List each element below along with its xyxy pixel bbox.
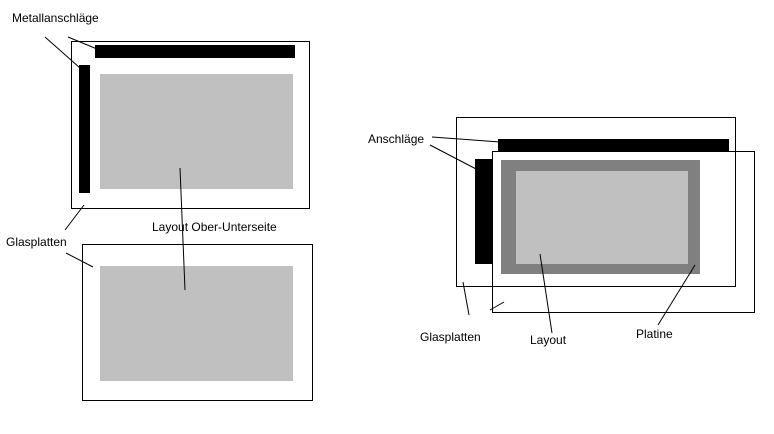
stop-top [498, 139, 729, 152]
leader-layout [539, 253, 553, 334]
stop-left [475, 159, 493, 264]
layout-bottom-side [100, 266, 293, 381]
leader-glasplatten-upper [64, 204, 85, 231]
leader-metallanschlaege-top [67, 36, 98, 50]
label-metallanschlaege: Metallanschläge [12, 11, 99, 25]
layout-top-side [100, 74, 293, 189]
right-leader-lines [429, 136, 696, 334]
leader-platine [657, 264, 696, 326]
label-platine: Platine [636, 327, 673, 341]
leader-anschlaege-top [431, 136, 501, 143]
metal-stop-top [95, 45, 295, 58]
leader-glasplatten-lower [65, 252, 94, 268]
label-glasplatten-right: Glasplatten [420, 330, 481, 344]
right-assembly [456, 117, 755, 313]
layout-on-platine [516, 171, 688, 264]
left-upper-assembly [71, 41, 310, 209]
leader-glasplatten-back [462, 281, 470, 316]
label-layout: Layout [530, 333, 567, 347]
leader-metallanschlaege-left [44, 36, 81, 69]
front-glass-plate [492, 151, 755, 313]
label-glasplatten-left: Glasplatten [6, 235, 67, 249]
leader-layout-ober-unterseite [179, 167, 186, 291]
metal-stop-left [79, 65, 90, 193]
left-lower-assembly [82, 244, 313, 401]
left-leader-lines [44, 36, 186, 291]
leader-glasplatten-front [489, 301, 505, 311]
label-layout-ober-unterseite: Layout Ober-Unterseite [152, 220, 277, 234]
label-anschlaege: Anschläge [368, 132, 425, 146]
leader-anschlaege-left [429, 144, 479, 171]
